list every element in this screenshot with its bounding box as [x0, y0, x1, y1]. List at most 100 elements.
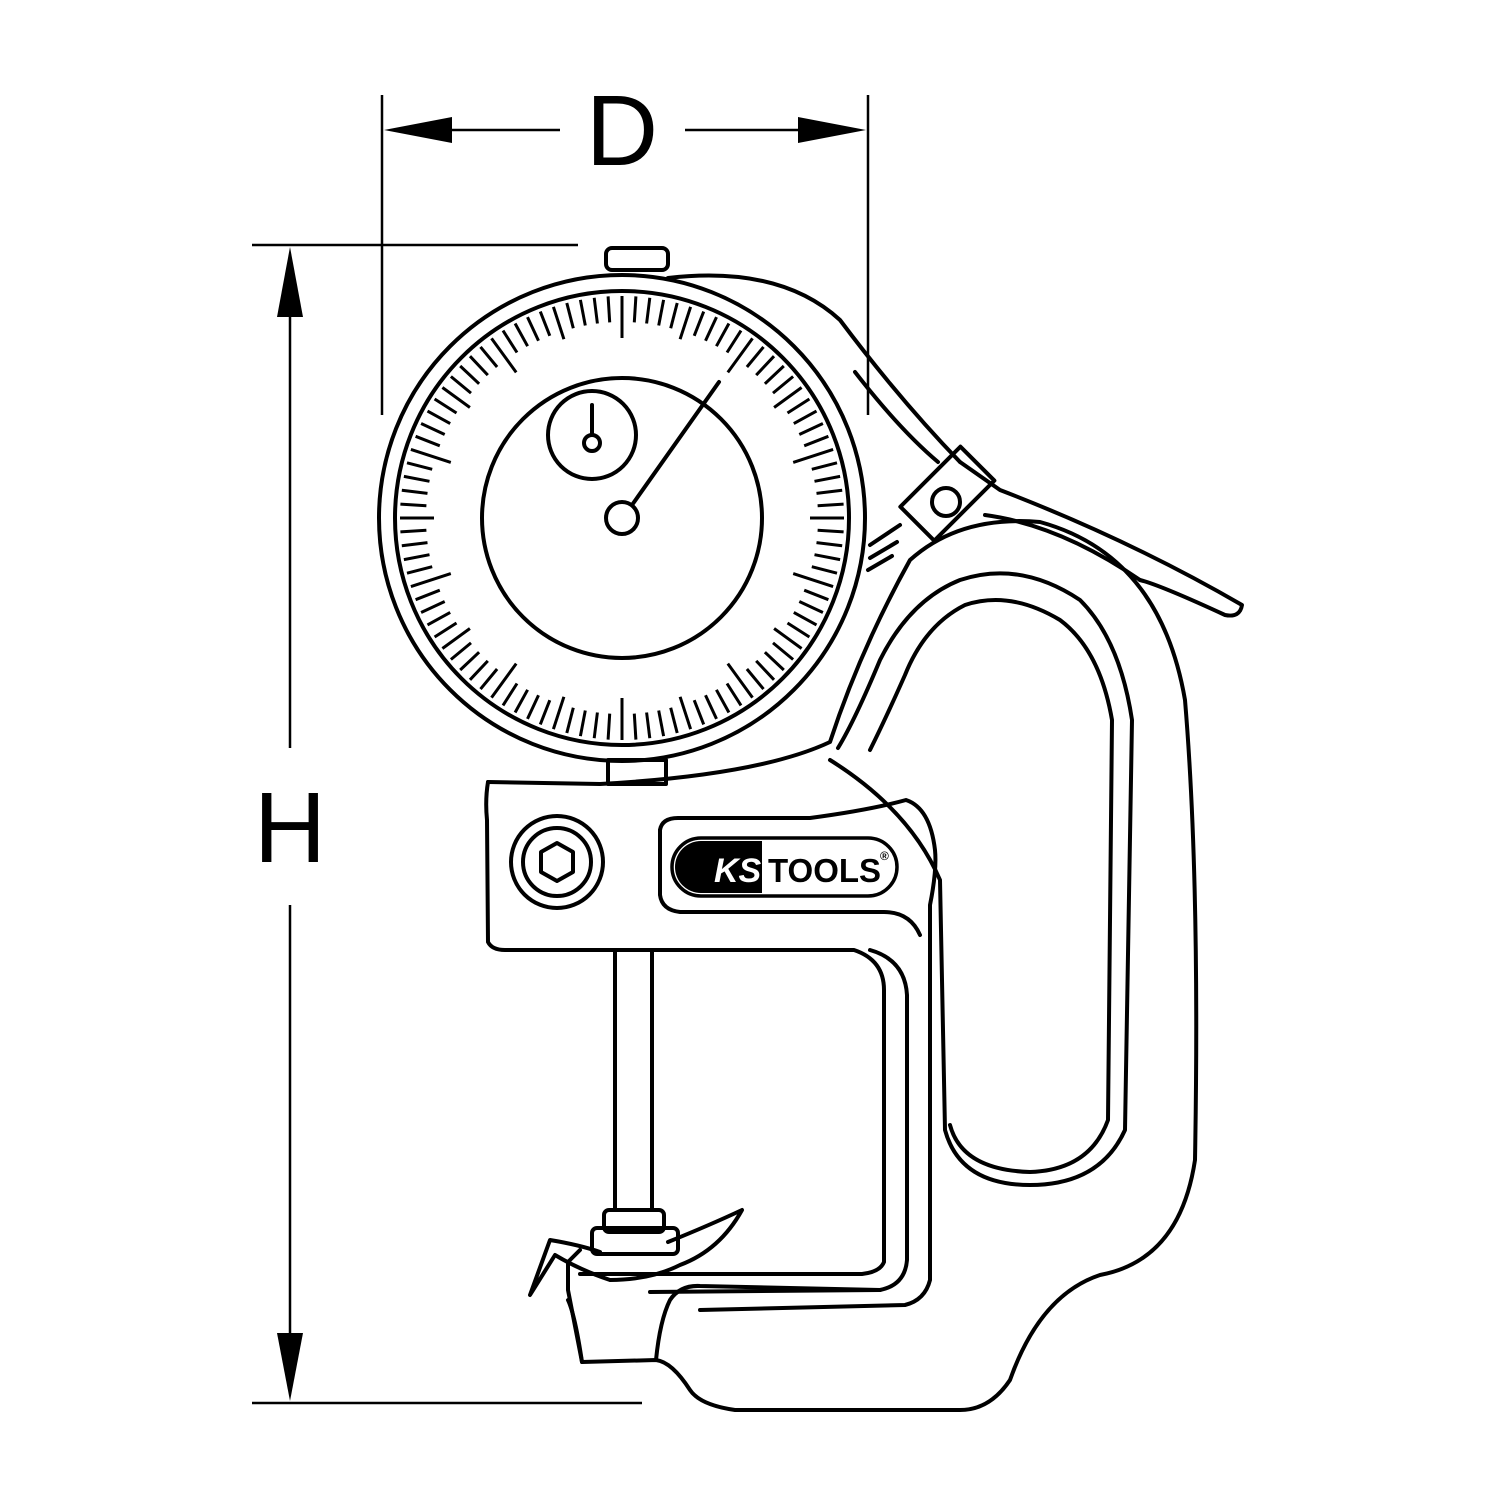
dial-tick	[441, 627, 471, 650]
dial-tick	[433, 621, 458, 639]
dial-tick	[406, 461, 433, 471]
dial-tick	[763, 651, 785, 672]
dial-tick	[415, 588, 441, 602]
dial-tick	[551, 306, 566, 340]
dimension-h: H	[252, 243, 642, 1405]
handle-loop-outer	[828, 571, 1134, 1187]
dial-tick	[403, 474, 430, 483]
dial-tick	[468, 355, 489, 377]
logo-tools-text: TOOLS	[768, 852, 881, 889]
logo-ks-badge	[675, 841, 762, 893]
dial-tick	[468, 659, 489, 681]
dial-tick	[704, 694, 718, 720]
dial-tick	[773, 386, 803, 409]
dial-tick	[803, 434, 829, 448]
dial-tick	[657, 710, 666, 737]
dial-tick	[755, 355, 776, 377]
dial-tick	[726, 337, 754, 374]
dial-tick	[745, 345, 765, 368]
logo-plate-bottom	[658, 828, 922, 937]
lever-inner-edge	[853, 370, 940, 464]
dial-tick	[816, 541, 843, 548]
dial-tick	[669, 707, 679, 734]
d-label: D	[586, 75, 658, 187]
dial-tick	[725, 682, 743, 707]
dial-tick	[526, 316, 540, 342]
dial-tick	[793, 611, 818, 627]
dial-tick	[449, 375, 472, 395]
dial-tick	[817, 502, 844, 508]
dial-tick	[816, 488, 843, 495]
workpiece-sheet	[528, 1208, 744, 1297]
dimension-d: D	[380, 75, 870, 415]
dial-stem	[606, 758, 668, 786]
dial-tick	[459, 364, 481, 385]
dial-tick	[410, 447, 452, 464]
hex-screw	[509, 814, 605, 910]
frame-inner-jaw-offset	[648, 948, 909, 1294]
dial-tick	[449, 641, 472, 661]
dial-tick	[803, 588, 829, 602]
dial-tick	[798, 422, 824, 436]
spindle-collar	[602, 1208, 666, 1234]
dial-tick	[410, 572, 452, 589]
frame-inner-jaw	[484, 780, 886, 1276]
ks-tools-logo: KS TOOLS ®	[670, 836, 899, 898]
dial-tick	[814, 474, 841, 483]
logo-registered-mark: ®	[880, 849, 889, 863]
dial-tick	[786, 621, 811, 639]
dial-tick	[578, 710, 587, 737]
lever-pivot-pin	[930, 486, 962, 518]
dial-tick	[792, 447, 834, 464]
dial-tick	[678, 306, 693, 340]
dial-tick	[490, 337, 518, 374]
counter-hub	[582, 433, 602, 453]
dial-tick	[725, 329, 743, 354]
dial-scale-ticks	[400, 296, 844, 740]
dial-tick	[479, 345, 499, 368]
dial-tick	[755, 659, 776, 681]
dial-tick	[401, 488, 428, 495]
measuring-spindle	[528, 948, 744, 1297]
frame-anvil	[566, 1283, 882, 1364]
dial-tick	[551, 696, 566, 730]
dial-tick	[669, 302, 679, 329]
dial-hub	[604, 500, 640, 536]
lever-pivot-block	[898, 444, 997, 543]
dial-bezel-inner	[393, 289, 851, 747]
lever-knurl	[866, 523, 902, 572]
dial-tick	[817, 528, 844, 534]
dial-tick	[415, 434, 441, 448]
dial-tick	[657, 299, 666, 326]
dial-tick	[441, 386, 471, 409]
dial-tick	[678, 696, 693, 730]
dial-tick	[501, 682, 519, 707]
dial-tick	[632, 296, 638, 323]
dial-tick	[490, 662, 518, 699]
dial-needle	[630, 380, 721, 507]
dial-tick	[565, 707, 575, 734]
dial-tick	[578, 299, 587, 326]
dial-tick	[592, 297, 599, 324]
dial-tick	[645, 297, 652, 324]
dial-tick	[501, 329, 519, 354]
dial-tick	[814, 553, 841, 562]
dial-tick	[772, 641, 795, 661]
dial-tick	[513, 322, 529, 347]
dial-tick	[538, 311, 552, 337]
dial-tick	[565, 302, 575, 329]
dial-tick	[426, 409, 451, 425]
dial-tick	[715, 689, 731, 714]
dial-tick	[403, 553, 430, 562]
dial-tick	[459, 651, 481, 672]
dial-tick	[406, 565, 433, 575]
dial-tick	[401, 541, 428, 548]
dial-tick	[513, 689, 529, 714]
dial-revolution-counter	[546, 389, 638, 481]
frame-outer-contour	[486, 519, 1199, 1412]
dial-tick	[692, 699, 706, 725]
dial-tick	[632, 713, 638, 740]
logo-ks-text: KS	[714, 852, 762, 890]
screw-inner	[521, 826, 593, 898]
